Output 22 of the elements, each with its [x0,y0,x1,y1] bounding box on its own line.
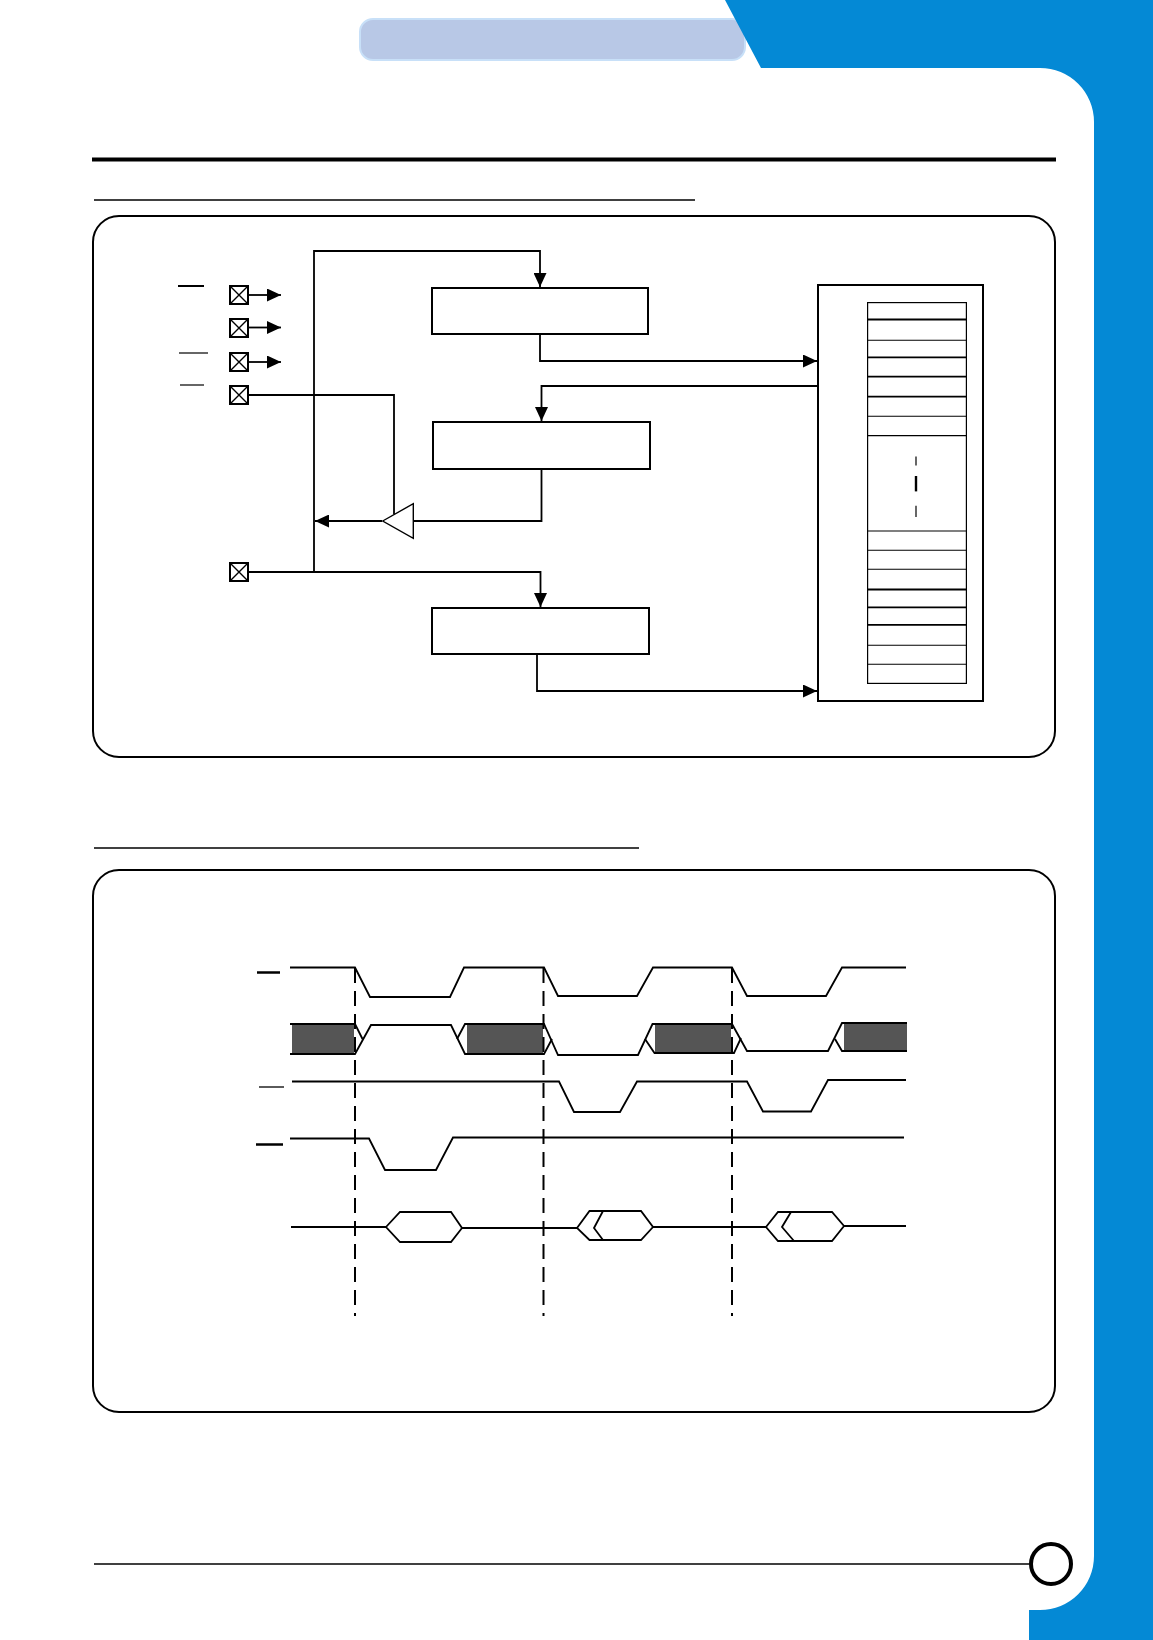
pin-symbol [229,317,249,338]
arrow [535,385,818,422]
pin-symbol [229,352,249,372]
arrow [539,334,818,368]
arrow [248,288,282,302]
arrow [313,250,547,573]
connector-line [248,394,395,516]
arrow [248,355,282,369]
connector-line [413,469,543,522]
memory-block [817,284,984,702]
connector-line [248,571,315,573]
block-box [431,287,649,335]
pin-symbol [229,562,249,582]
arrow [314,514,383,528]
buffer-triangle [382,503,414,539]
block-box [431,607,650,655]
arrow [313,571,547,608]
pin-symbol [229,285,249,305]
pin-symbol [229,385,249,405]
arrow [248,321,282,334]
block-box [432,421,651,470]
arrow [536,654,818,698]
